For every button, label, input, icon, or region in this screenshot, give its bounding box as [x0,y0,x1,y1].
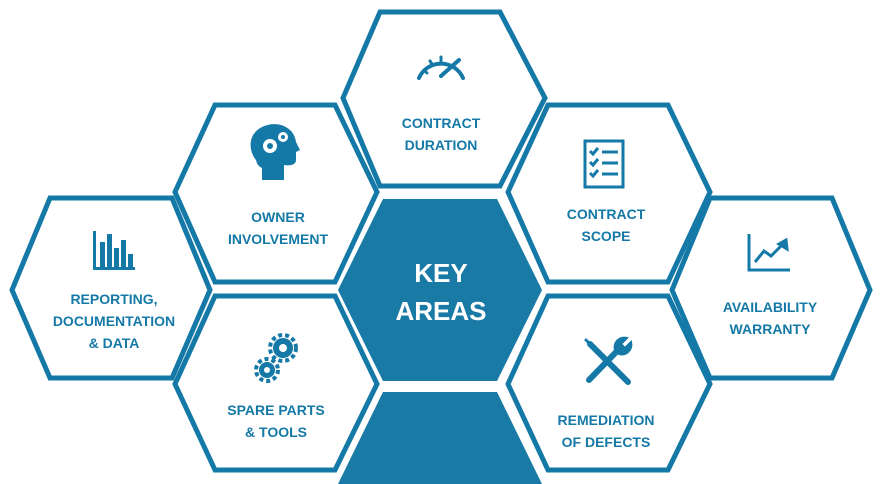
hex-reporting [9,195,213,381]
hex-contract-scope [505,102,713,285]
bar-chart-icon [93,231,135,270]
checklist-icon [583,139,625,189]
label-contract-scope: CONTRACT SCOPE [566,206,646,244]
head-gears-icon [250,124,300,180]
gears-icon [254,333,298,383]
trend-chart-icon [747,234,790,272]
hex-contract-duration [340,9,548,189]
center-label: KEY AREAS [395,258,487,326]
speedometer-icon [417,55,465,80]
hex-owner-involvement [172,102,380,285]
label-reporting: REPORTING, DOCUMENTATION & DATA [52,291,176,351]
hex-spare-parts [172,293,380,473]
label-contract-duration: CONTRACT DURATION [401,115,481,153]
label-spare-parts: SPARE PARTS & TOOLS [227,402,325,440]
label-availability-warranty: AVAILABILITY WARRANTY [722,299,818,337]
hex-availability-warranty [669,195,873,381]
hex-key-areas-center [338,199,542,381]
label-remediation: REMEDIATION OF DEFECTS [557,412,655,450]
hex-remediation [505,293,713,473]
label-owner-involvement: OWNER INVOLVEMENT [227,209,329,247]
wrench-screwdriver-icon [584,336,633,385]
hex-bottom-filled [338,392,542,484]
